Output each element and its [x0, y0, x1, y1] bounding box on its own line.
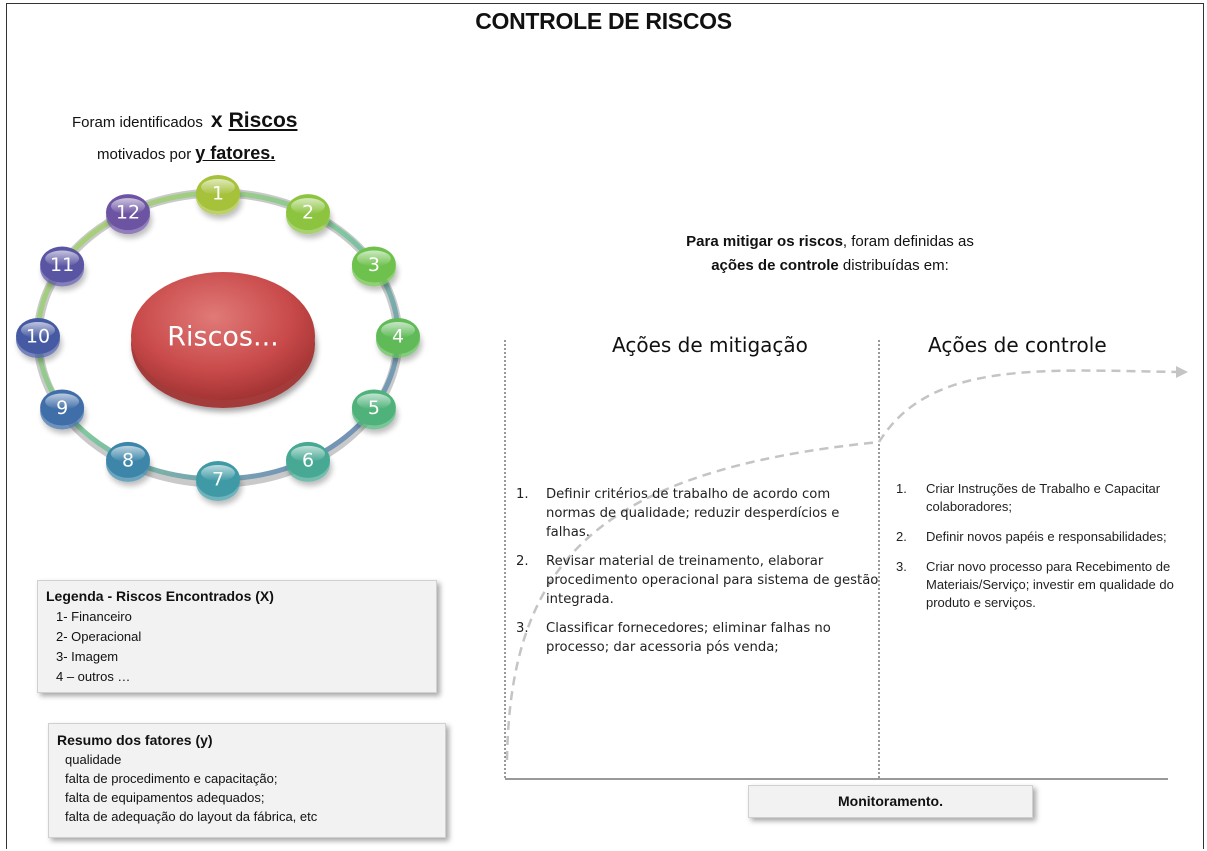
mitigation-item-number: 2.	[516, 554, 529, 569]
summary-item: falta de equipamentos adequados;	[65, 790, 265, 805]
summary-items: qualidade falta de procedimento e capacit…	[57, 750, 437, 826]
wheel-node-label: 10	[26, 326, 50, 348]
mitigation-item: 3. Classificar fornecedores; eliminar fal…	[516, 619, 881, 657]
legend-item: 2- Operacional	[56, 629, 142, 644]
wheel-node-label: 9	[56, 397, 68, 419]
wheel-node-6: 6	[286, 441, 330, 482]
wheel-node-label: 1	[212, 183, 224, 205]
monitoring-box: Monitoramento.	[748, 785, 1033, 818]
summary-item: falta de procedimento e capacitação;	[65, 771, 278, 786]
mitigation-item: 1. Definir critérios de trabalho de acord…	[516, 485, 881, 542]
legend-item: 3- Imagem	[56, 649, 119, 664]
wheel-node-label: 2	[302, 202, 314, 224]
control-list: 1. Criar Instruções de Trabalho e Capacit…	[896, 480, 1186, 624]
intro-x: x	[210, 109, 223, 132]
wheel-node-2: 2	[286, 194, 330, 235]
wheel-node-label: 11	[50, 254, 74, 276]
control-item-number: 2.	[896, 529, 907, 544]
wheel-node-label: 5	[368, 397, 380, 419]
wheel-node-7: 7	[196, 461, 240, 501]
mitigation-intro-line-1: Para mitigar os riscos, foram definidas …	[580, 230, 1080, 254]
page-frame	[6, 3, 1204, 849]
summary-item: qualidade	[65, 752, 122, 767]
control-item-number: 1.	[896, 481, 907, 496]
wheel-node-9: 9	[40, 389, 85, 430]
center-label: Riscos...	[167, 322, 279, 353]
wheel-node-label: 7	[212, 469, 224, 491]
progress-curve	[505, 369, 1181, 761]
mitigation-intro-bold-1: Para mitigar os riscos	[686, 233, 843, 250]
wheel-node-3: 3	[351, 246, 396, 287]
wheel-node-11: 11	[40, 246, 85, 287]
control-column-title: Ações de controle	[928, 333, 1107, 357]
mitigation-intro: Para mitigar os riscos, foram definidas …	[580, 230, 1080, 278]
mitigation-item-number: 3.	[516, 621, 529, 636]
center-disc	[131, 272, 315, 400]
control-item-text: Criar Instruções de Trabalho e Capacitar…	[926, 481, 1161, 514]
mitigation-intro-line-2: ações de controle distribuídas em:	[580, 254, 1080, 278]
legend-box: Legenda - Riscos Encontrados (X) 1- Fina…	[37, 580, 437, 693]
legend-item: 4 – outros …	[56, 669, 131, 684]
intro-riscos: Riscos	[228, 109, 298, 132]
mitigation-item-text: Classificar fornecedores; eliminar falha…	[546, 621, 831, 655]
control-item-number: 3.	[896, 559, 907, 574]
wheel-node-label: 12	[116, 202, 140, 224]
mitigation-column-title: Ações de mitigação	[612, 333, 808, 357]
wheel-node-label: 8	[122, 449, 134, 471]
mitigation-item-number: 1.	[516, 487, 529, 502]
legend-items: 1- Financeiro 2- Operacional 3- Imagem 4 – …	[46, 607, 428, 687]
summary-title: Resumo dos fatores (y)	[57, 732, 213, 748]
control-item: 2. Definir novos papéis e responsabilidad…	[896, 528, 1186, 546]
mitigation-item-text: Definir critérios de trabalho de acordo …	[546, 487, 840, 540]
legend-item: 1- Financeiro	[56, 609, 132, 624]
wheel-node-8: 8	[106, 441, 150, 482]
wheel-node-label: 3	[368, 254, 380, 276]
progress-arrow-icon	[1176, 366, 1188, 378]
mitigation-intro-bold-2: ações de controle	[711, 257, 839, 274]
mitigation-intro-rest-1: , foram definidas as	[842, 233, 974, 250]
mitigation-item-text: Revisar material de treinamento, elabora…	[546, 554, 879, 607]
wheel-node-label: 6	[302, 449, 314, 471]
control-item-text: Definir novos papéis e responsabilidades…	[926, 529, 1167, 544]
summary-box: Resumo dos fatores (y) qualidade falta de…	[48, 723, 446, 838]
wheel-node-label: 4	[392, 326, 404, 348]
control-item-text: Criar novo processo para Recebimento de …	[926, 559, 1174, 610]
control-item: 1. Criar Instruções de Trabalho e Capacit…	[896, 480, 1186, 516]
intro-prefix: Foram identificados	[72, 114, 203, 131]
summary-item: falta de adequação do layout da fábrica,…	[65, 809, 318, 824]
intro-prefix-2: motivados por	[97, 146, 192, 163]
control-item: 3. Criar novo processo para Recebimento d…	[896, 558, 1186, 612]
wheel-node-10: 10	[16, 318, 60, 358]
wheel-node-1: 1	[196, 175, 240, 215]
wheel-node-5: 5	[351, 389, 396, 430]
mitigation-item: 2. Revisar material de treinamento, elabo…	[516, 552, 881, 609]
wheel-center: Riscos...	[131, 272, 315, 408]
page-title: CONTROLE DE RISCOS	[475, 8, 732, 34]
intro-fatores: y fatores.	[195, 143, 276, 163]
legend-title: Legenda - Riscos Encontrados (X)	[46, 588, 274, 604]
wheel-node-12: 12	[106, 194, 150, 235]
mitigation-intro-rest-2: distribuídas em:	[838, 257, 949, 274]
wheel-node-4: 4	[376, 318, 420, 358]
mitigation-list: 1. Definir critérios de trabalho de acord…	[516, 485, 881, 667]
